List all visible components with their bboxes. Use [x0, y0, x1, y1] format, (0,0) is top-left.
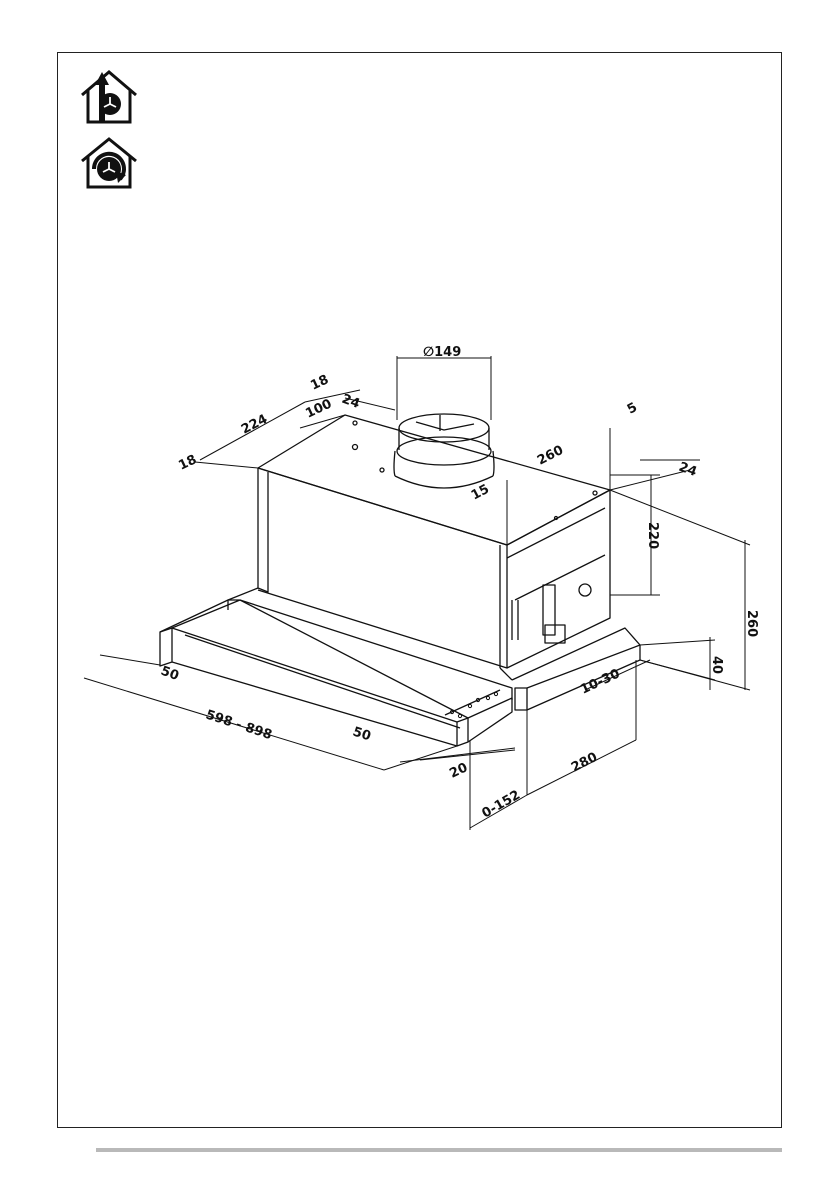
- body-top-face: [257, 414, 611, 546]
- dim-front-20: 20: [447, 760, 470, 781]
- dim-top-224: 224: [239, 412, 270, 438]
- dim-top-100: 100: [303, 397, 334, 422]
- dim-depth-0-152: 0-152: [480, 788, 524, 822]
- dim-duct-diameter: ∅149: [423, 345, 461, 360]
- body-front-face: [257, 467, 508, 669]
- dim-front-50-left: 50: [159, 664, 181, 684]
- dim-height-220: 220: [645, 522, 660, 549]
- visor-bottom-front: [171, 661, 469, 747]
- duct-base: [394, 475, 494, 489]
- page-frame: [57, 52, 782, 1128]
- visor-left-end: [159, 627, 173, 667]
- visor-top: [171, 599, 469, 723]
- dim-top-5: 5: [625, 400, 640, 417]
- duct-top-ellipse: [398, 413, 490, 443]
- dim-height-260: 260: [744, 610, 759, 637]
- dim-top-260: 260: [535, 443, 566, 469]
- ducted-mode-icon: [81, 70, 137, 124]
- dim-width-598-898: 598 - 898: [204, 708, 274, 744]
- recirculation-mode-icon: [81, 137, 137, 189]
- dim-collar-15: 15: [469, 482, 492, 504]
- dim-top-18-b: 18: [176, 452, 199, 473]
- dim-front-50-right: 50: [351, 725, 373, 745]
- dim-right-24: 24: [677, 460, 699, 480]
- dim-depth-10-30: 10-30: [578, 666, 622, 697]
- dim-height-40: 40: [709, 656, 724, 674]
- dim-depth-280: 280: [569, 750, 600, 776]
- dim-top-18-a: 18: [308, 372, 331, 393]
- footer-rule: [96, 1148, 782, 1152]
- dim-top-24: 24: [340, 392, 362, 412]
- body-left-face: [257, 468, 269, 593]
